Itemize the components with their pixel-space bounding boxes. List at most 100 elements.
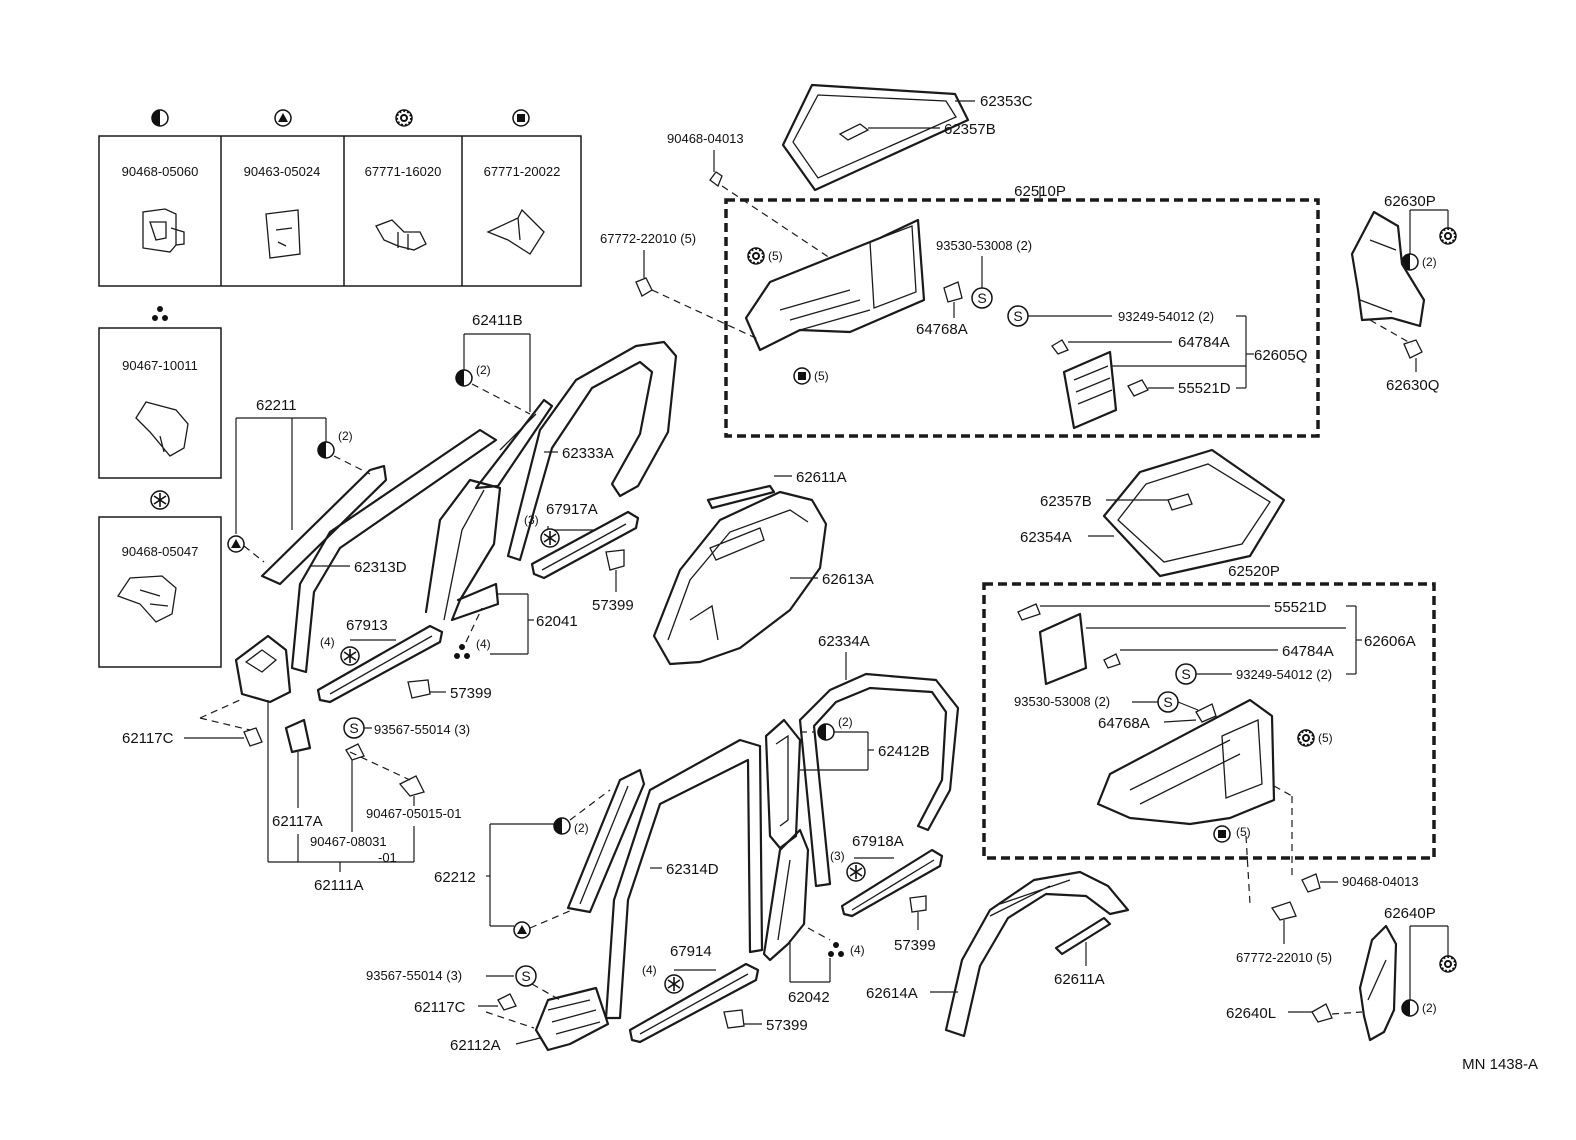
part-62613A: 62611A 62613A bbox=[652, 469, 874, 666]
label-90467-08031-suffix: -01 bbox=[378, 850, 397, 865]
label-64784A-top: 64784A bbox=[1178, 334, 1230, 351]
count-2: (2) bbox=[574, 821, 589, 835]
count-5: (5) bbox=[814, 369, 829, 383]
triangle-circle-icon bbox=[227, 535, 245, 553]
screw-s-icon bbox=[1007, 305, 1029, 327]
label-90467-08031: 90467-08031 bbox=[310, 834, 387, 849]
part-62313D: 62313D bbox=[290, 428, 498, 674]
part-67918A: 67918A (3) bbox=[830, 833, 944, 918]
asterisk-circle-icon bbox=[664, 974, 684, 994]
clip-57399-d: 57399 bbox=[723, 1009, 808, 1034]
label-62640L: 62640L bbox=[1226, 1005, 1276, 1022]
access-cover-62606A bbox=[1038, 612, 1088, 686]
label-62117A: 62117A bbox=[272, 813, 323, 830]
fastener-67772-bot bbox=[1270, 901, 1297, 921]
asterisk-circle-icon bbox=[540, 528, 560, 548]
access-cover-62605Q bbox=[1062, 350, 1118, 430]
label-62041: 62041 bbox=[536, 613, 578, 630]
count-5: (5) bbox=[1236, 825, 1251, 839]
gear-circle-icon bbox=[1297, 729, 1315, 747]
three-dots-icon bbox=[454, 644, 470, 659]
square-circle-icon bbox=[512, 109, 530, 127]
part-62041: 62041 (4) bbox=[424, 478, 578, 659]
part-67917A: 67917A (3) bbox=[524, 501, 640, 580]
part-67914: 67914 (4) bbox=[628, 943, 760, 1044]
legend-part-3: 67771-16020 bbox=[365, 164, 442, 179]
label-62314D: 62314D bbox=[666, 861, 719, 878]
part-62333A: 62333A bbox=[506, 340, 678, 562]
part-62211: 62211 (2) bbox=[227, 397, 388, 586]
triangle-circle-icon bbox=[513, 921, 531, 939]
part-62611A-bot-drawing bbox=[1054, 916, 1112, 956]
legend-part-2: 90463-05024 bbox=[244, 164, 321, 179]
square-circle-icon bbox=[1213, 825, 1231, 843]
half-circle-icon bbox=[817, 723, 835, 741]
part-62042: (4) 62042 bbox=[762, 828, 865, 1006]
clip-67771-16020-drawing bbox=[375, 219, 427, 251]
part-62640P: 62640P (2) 62640L bbox=[1226, 905, 1457, 1042]
label-62630Q: 62630Q bbox=[1386, 377, 1439, 394]
asterisk-circle-icon bbox=[340, 646, 360, 666]
label-62630P: 62630P bbox=[1384, 193, 1436, 210]
half-circle-icon bbox=[1401, 999, 1419, 1017]
part-62411B: 62411B (2) bbox=[455, 312, 554, 490]
clip-90468-05047-drawing bbox=[117, 575, 177, 623]
count-3: (3) bbox=[524, 513, 539, 527]
clip-64784A-top bbox=[1051, 339, 1069, 355]
label-90468-04013-bot: 90468-04013 bbox=[1342, 874, 1419, 889]
screw-s-icon bbox=[971, 287, 993, 309]
label-93249-top: 93249-54012 (2) bbox=[1118, 309, 1214, 324]
clip-57399-c: 57399 bbox=[894, 895, 936, 954]
label-62042: 62042 bbox=[788, 989, 830, 1006]
gear-circle-icon bbox=[1439, 227, 1457, 245]
clip-67771-20022-drawing bbox=[486, 208, 545, 255]
label-57399-a: 57399 bbox=[592, 597, 634, 614]
count-4: (4) bbox=[850, 943, 865, 957]
clip-90468-04013-bot bbox=[1301, 873, 1321, 893]
clip-55521D-top bbox=[1127, 379, 1149, 397]
clip-90467-10011-drawing bbox=[135, 401, 189, 457]
count-2: (2) bbox=[1422, 255, 1437, 269]
label-62354A: 62354A bbox=[1020, 529, 1072, 546]
label-62211: 62211 bbox=[256, 397, 297, 414]
clip-57399-a: 57399 bbox=[592, 549, 634, 614]
label-93249-bot: 93249-54012 (2) bbox=[1236, 667, 1332, 682]
legend-part-4: 67771-20022 bbox=[484, 164, 561, 179]
screw-s-icon bbox=[1175, 663, 1197, 685]
label-57399-c: 57399 bbox=[894, 937, 936, 954]
quarter-trim-panel-right bbox=[1096, 698, 1276, 826]
gear-circle-icon bbox=[747, 247, 765, 265]
clip-64784A-bot bbox=[1103, 653, 1121, 669]
clip-55521D-bot bbox=[1017, 603, 1041, 621]
clip-90463-05024-drawing bbox=[265, 209, 301, 259]
label-62640P: 62640P bbox=[1384, 905, 1436, 922]
screw-90467-05015 bbox=[398, 775, 425, 797]
screw-s-icon bbox=[515, 965, 537, 987]
part-62357B-mid-drawing bbox=[1167, 493, 1193, 511]
label-67772-top: 67772-22010 (5) bbox=[600, 231, 696, 246]
group-62520P: 62520P 55521D 64784A 93249-54012 (2) 626… bbox=[982, 563, 1436, 905]
count-4: (4) bbox=[476, 637, 491, 651]
half-circle-icon bbox=[317, 441, 335, 459]
part-62412B: (2) 62412B bbox=[764, 715, 930, 850]
three-dots-icon bbox=[152, 306, 168, 321]
label-55521D-top: 55521D bbox=[1178, 380, 1231, 397]
part-62314D: 62314D bbox=[604, 738, 764, 1020]
count-3: (3) bbox=[830, 849, 845, 863]
label-62605Q: 62605Q bbox=[1254, 347, 1307, 364]
label-62112A: 62112A bbox=[450, 1037, 501, 1054]
count-5: (5) bbox=[768, 249, 783, 263]
part-62112A: 93567-55014 (3) 62117C 62112A bbox=[366, 965, 610, 1054]
label-64768A-top: 64768A bbox=[916, 321, 968, 338]
label-62520P: 62520P bbox=[1228, 563, 1280, 580]
label-62334A: 62334A bbox=[818, 633, 870, 650]
legend-box-asterisk: 90468-05047 bbox=[98, 490, 222, 668]
count-4: (4) bbox=[320, 635, 335, 649]
part-62614A: 62614A 62611A bbox=[866, 870, 1130, 1038]
label-67914: 67914 bbox=[670, 943, 712, 960]
label-93530-bot: 93530-53008 (2) bbox=[1014, 694, 1110, 709]
label-93567-bot: 93567-55014 (3) bbox=[366, 968, 462, 983]
label-62613A: 62613A bbox=[822, 571, 874, 588]
label-62611A-bot: 62611A bbox=[1054, 971, 1105, 988]
